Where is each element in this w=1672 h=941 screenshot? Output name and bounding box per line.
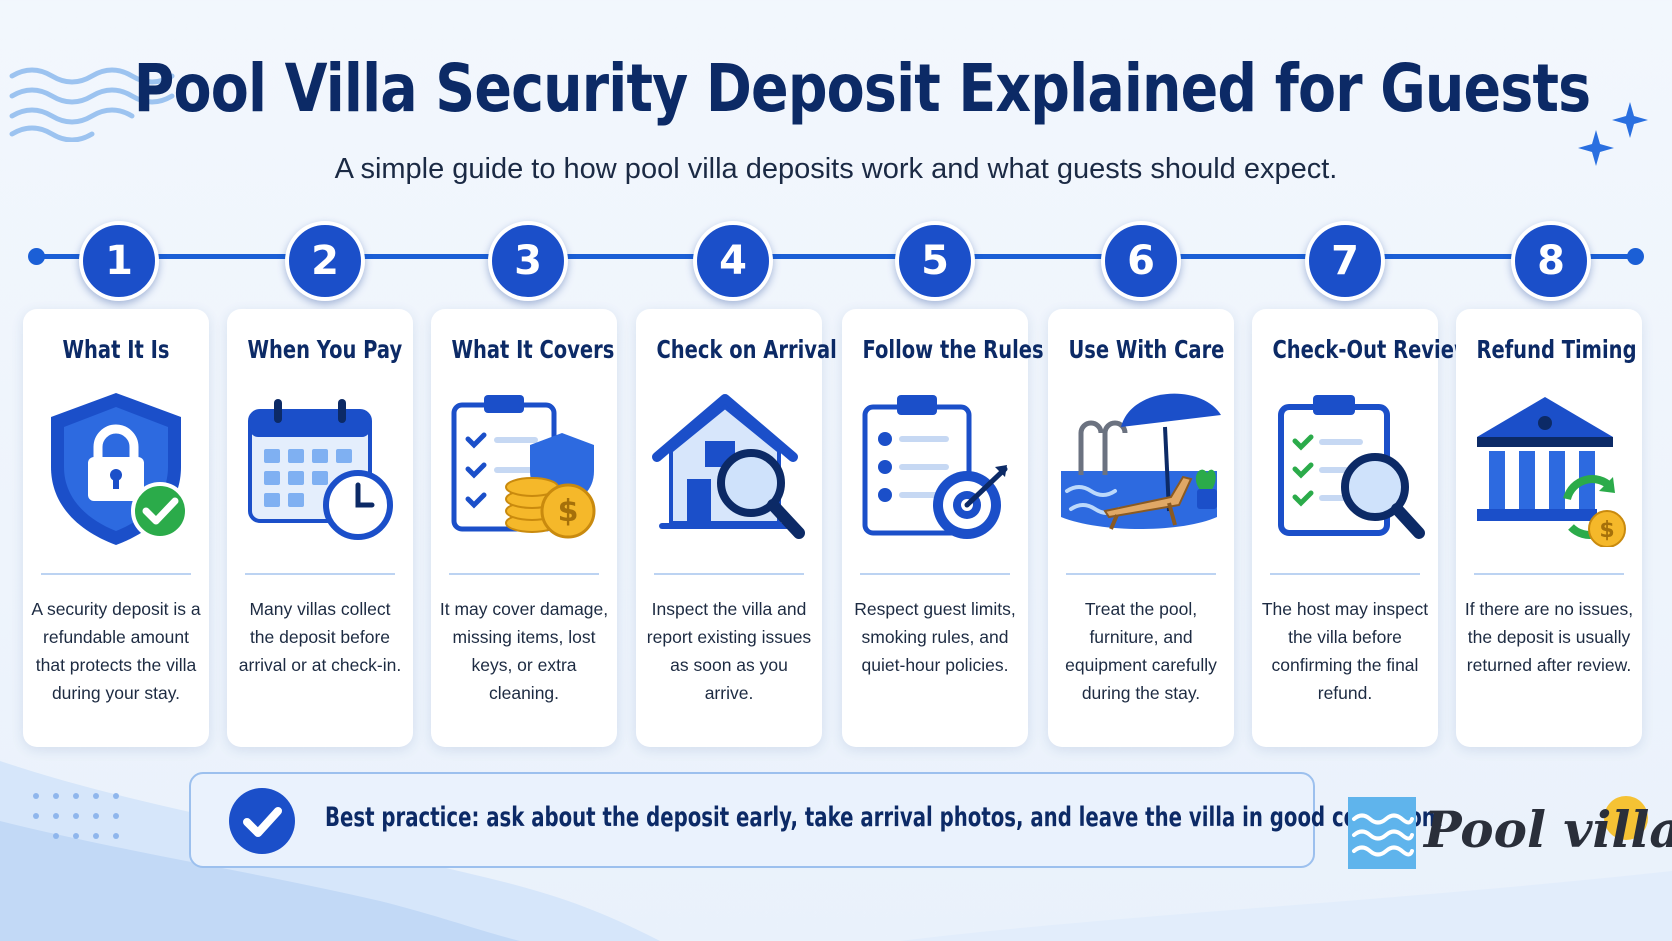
pool-villa-logo-icon [1348,797,1416,869]
best-practice-text: Best practice: ask about the deposit ear… [325,802,1444,833]
card-divider [41,573,191,575]
step-4-badge: 4 [693,221,773,301]
step-card-what-it-is: What It Is A security deposit is a refun… [23,309,209,747]
card-description: Respect guest limits, smoking rules, and… [854,599,1016,675]
timeline-end-dot [1627,248,1644,265]
house-magnifier-icon [652,394,805,539]
step-card-when-you-pay: When You Pay Many villas collect the dep… [227,309,413,747]
clipboard-target-icon [862,395,1008,539]
card-description: If there are no issues, the deposit is u… [1464,599,1634,675]
card-divider [860,573,1010,575]
card-title: Use With Care [1068,335,1225,364]
sparkle-icon [1578,102,1648,166]
logo-sun-icon [1604,796,1648,840]
step-card-follow-the-rules: Follow the Rules Respect guest limits, s… [842,309,1044,747]
page-subtitle: A simple guide to how pool villa deposit… [334,153,1338,185]
card-description: A security deposit is a refundable amoun… [31,599,201,703]
step-card-what-it-covers: What It Covers $ It may cover damage, mi… [431,309,617,747]
card-divider [1270,573,1420,575]
best-practice-banner: Best practice: ask about the deposit ear… [189,772,1443,868]
card-title: Refund Timing [1476,335,1637,364]
bank-refund-icon: $ [1477,397,1626,547]
timeline-start-dot [28,248,45,265]
clipboard-magnifier-icon [1278,395,1425,539]
shield-lock-icon [51,393,189,545]
card-description: Treat the pool, furniture, and equipment… [1065,599,1217,703]
step-3-badge: 3 [488,221,568,301]
svg-text:$: $ [1599,518,1614,543]
step-7-badge: 7 [1305,221,1385,301]
calendar-clock-icon [248,399,393,540]
decorative-waves-icon [9,67,175,142]
step-card-refund-timing: Refund Timing $ If there are no issues, … [1456,309,1642,747]
step-8-badge: 8 [1511,221,1591,301]
card-description: Inspect the villa and report existing is… [646,599,812,703]
card-title: Check-Out Review [1272,335,1472,364]
step-1-badge: 1 [79,221,159,301]
step-card-use-with-care: Use With Care Treat the pool, furniture,… [1048,309,1234,747]
step-5-badge: 5 [895,221,975,301]
card-title: When You Pay [247,335,403,364]
checklist-coins-icon: $ [451,395,596,539]
card-divider [245,573,395,575]
step-card-check-on-arrival: Check on Arrival Inspect the villa and r… [636,309,837,747]
pool-umbrella-icon [1061,393,1221,530]
card-divider [654,573,804,575]
card-title: Follow the Rules [862,335,1044,364]
card-title: What It Is [62,335,170,364]
card-description: Many villas collect the deposit before a… [238,599,402,675]
step-card-check-out-review: Check-Out Review The host may inspect th… [1252,309,1472,747]
step-2-badge: 2 [285,221,365,301]
card-divider [1474,573,1624,575]
card-title: What It Covers [451,335,615,364]
timeline-line [36,254,1636,259]
card-description: It may cover damage, missing items, lost… [439,599,609,703]
check-circle-icon [229,788,295,854]
card-divider [1066,573,1216,575]
brand-logo-text: Pool villa [1424,800,1672,859]
card-description: The host may inspect the villa before co… [1261,599,1429,703]
svg-text:$: $ [558,494,579,529]
step-6-badge: 6 [1101,221,1181,301]
page-title: Pool Villa Security Deposit Explained fo… [133,50,1591,127]
card-divider [449,573,599,575]
card-title: Check on Arrival [656,335,837,364]
decorative-dots [33,793,119,839]
